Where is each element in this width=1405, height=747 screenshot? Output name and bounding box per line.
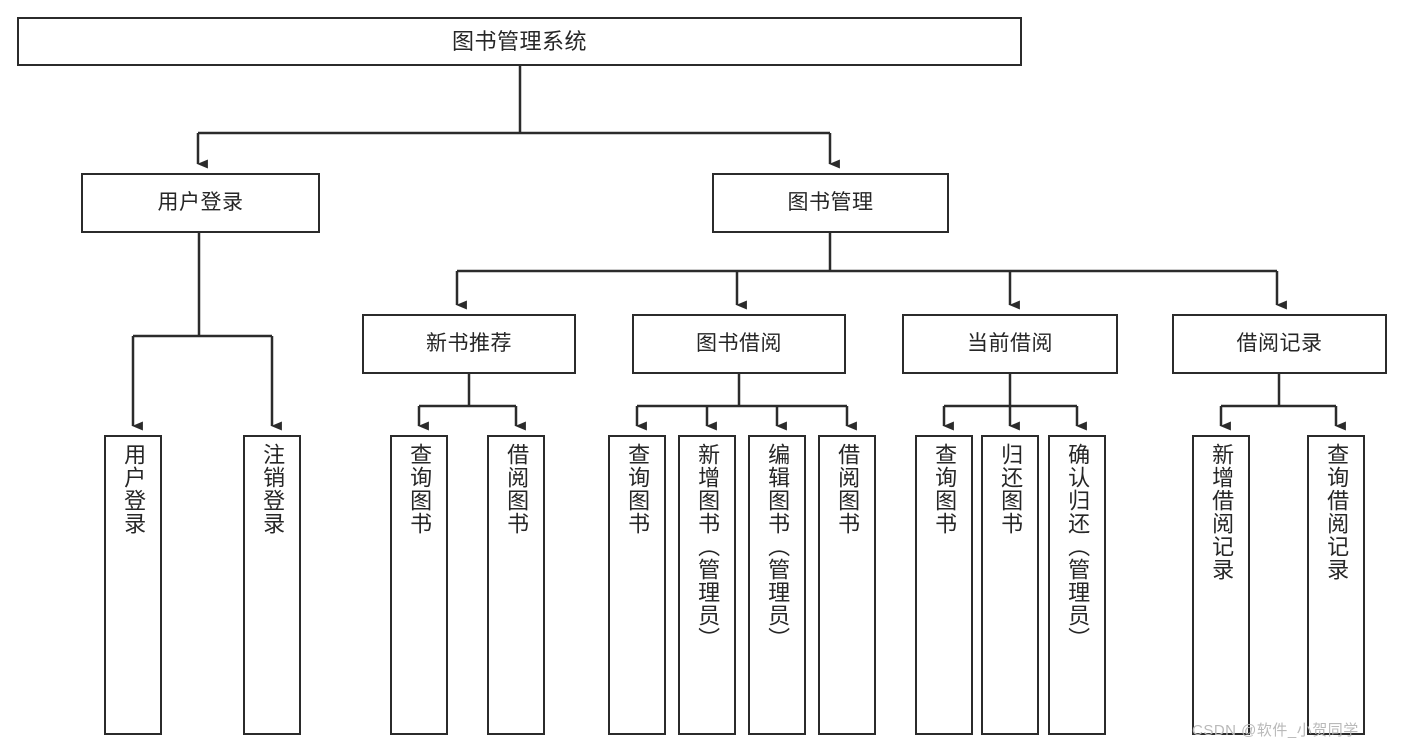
leaf-label: 归还图书 [998,443,1024,535]
leaf-book-borrow-borrow-book[interactable]: 借阅图书 [818,435,876,735]
node-book-management-label: 图书管理 [787,190,874,214]
node-current-borrow-label: 当前借阅 [967,331,1053,355]
leaf-label: 查询图书 [932,443,958,535]
leaf-book-borrow-edit-book[interactable]: 编辑图书（管理员） [748,435,806,735]
csdn-watermark: CSDN @软件_小贺同学 [1192,722,1359,739]
node-user-login[interactable]: 用户登录 [81,173,320,233]
leaf-book-borrow-query-book[interactable]: 查询图书 [608,435,666,735]
leaf-label: 用户登录 [121,443,147,535]
leaf-label: 借阅图书 [504,443,530,535]
node-borrow-record[interactable]: 借阅记录 [1172,314,1387,374]
leaf-borrow-record-query-record[interactable]: 查询借阅记录 [1307,435,1365,735]
leaf-label: 注销登录 [260,443,286,535]
leaf-label: 查询图书 [407,443,433,535]
node-new-book-recommend[interactable]: 新书推荐 [362,314,576,374]
leaf-label: 新增借阅记录 [1209,443,1235,581]
node-borrow-record-label: 借阅记录 [1236,331,1323,355]
leaf-current-borrow-query-book[interactable]: 查询图书 [915,435,973,735]
leaf-label: 查询借阅记录 [1324,443,1350,581]
leaf-borrow-record-add-record[interactable]: 新增借阅记录 [1192,435,1250,735]
leaf-current-borrow-confirm-return[interactable]: 确认归还（管理员） [1048,435,1106,735]
node-new-book-recommend-label: 新书推荐 [426,331,512,355]
leaf-label: 编辑图书（管理员） [765,443,791,650]
leaf-label: 借阅图书 [835,443,861,535]
leaf-label: 新增图书（管理员） [695,443,721,650]
node-root-label: 图书管理系统 [451,28,587,54]
node-book-management[interactable]: 图书管理 [712,173,949,233]
node-root[interactable]: 图书管理系统 [17,17,1022,66]
node-user-login-label: 用户登录 [157,190,244,214]
leaf-user-login-logout[interactable]: 注销登录 [243,435,301,735]
leaf-new-book-borrow-book[interactable]: 借阅图书 [487,435,545,735]
leaf-current-borrow-return-book[interactable]: 归还图书 [981,435,1039,735]
leaf-user-login-login[interactable]: 用户登录 [104,435,162,735]
leaf-label: 确认归还（管理员） [1065,443,1091,650]
leaf-book-borrow-add-book[interactable]: 新增图书（管理员） [678,435,736,735]
leaf-label: 查询图书 [625,443,651,535]
node-book-borrow[interactable]: 图书借阅 [632,314,846,374]
node-current-borrow[interactable]: 当前借阅 [902,314,1118,374]
node-book-borrow-label: 图书借阅 [696,331,782,355]
leaf-new-book-query-book[interactable]: 查询图书 [390,435,448,735]
